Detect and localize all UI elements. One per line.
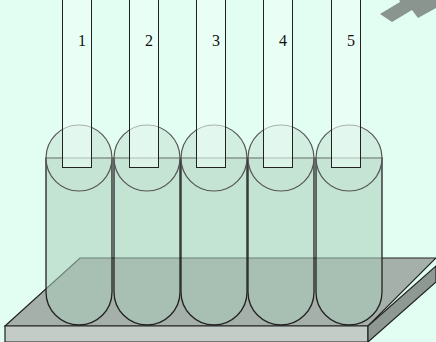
paper-strip: 3 <box>196 0 226 168</box>
rack-front <box>5 326 368 342</box>
strip-number: 2 <box>130 33 158 49</box>
strip-number: 1 <box>63 33 91 49</box>
paper-strip: 5 <box>331 0 361 168</box>
paper-strip: 1 <box>62 0 92 168</box>
strip-number: 5 <box>332 33 360 49</box>
paper-strip: 4 <box>263 0 293 168</box>
strip-number: 4 <box>264 33 292 49</box>
paper-strip: 2 <box>129 0 159 168</box>
arrow-fragment <box>380 0 436 22</box>
strip-number: 3 <box>197 33 225 49</box>
